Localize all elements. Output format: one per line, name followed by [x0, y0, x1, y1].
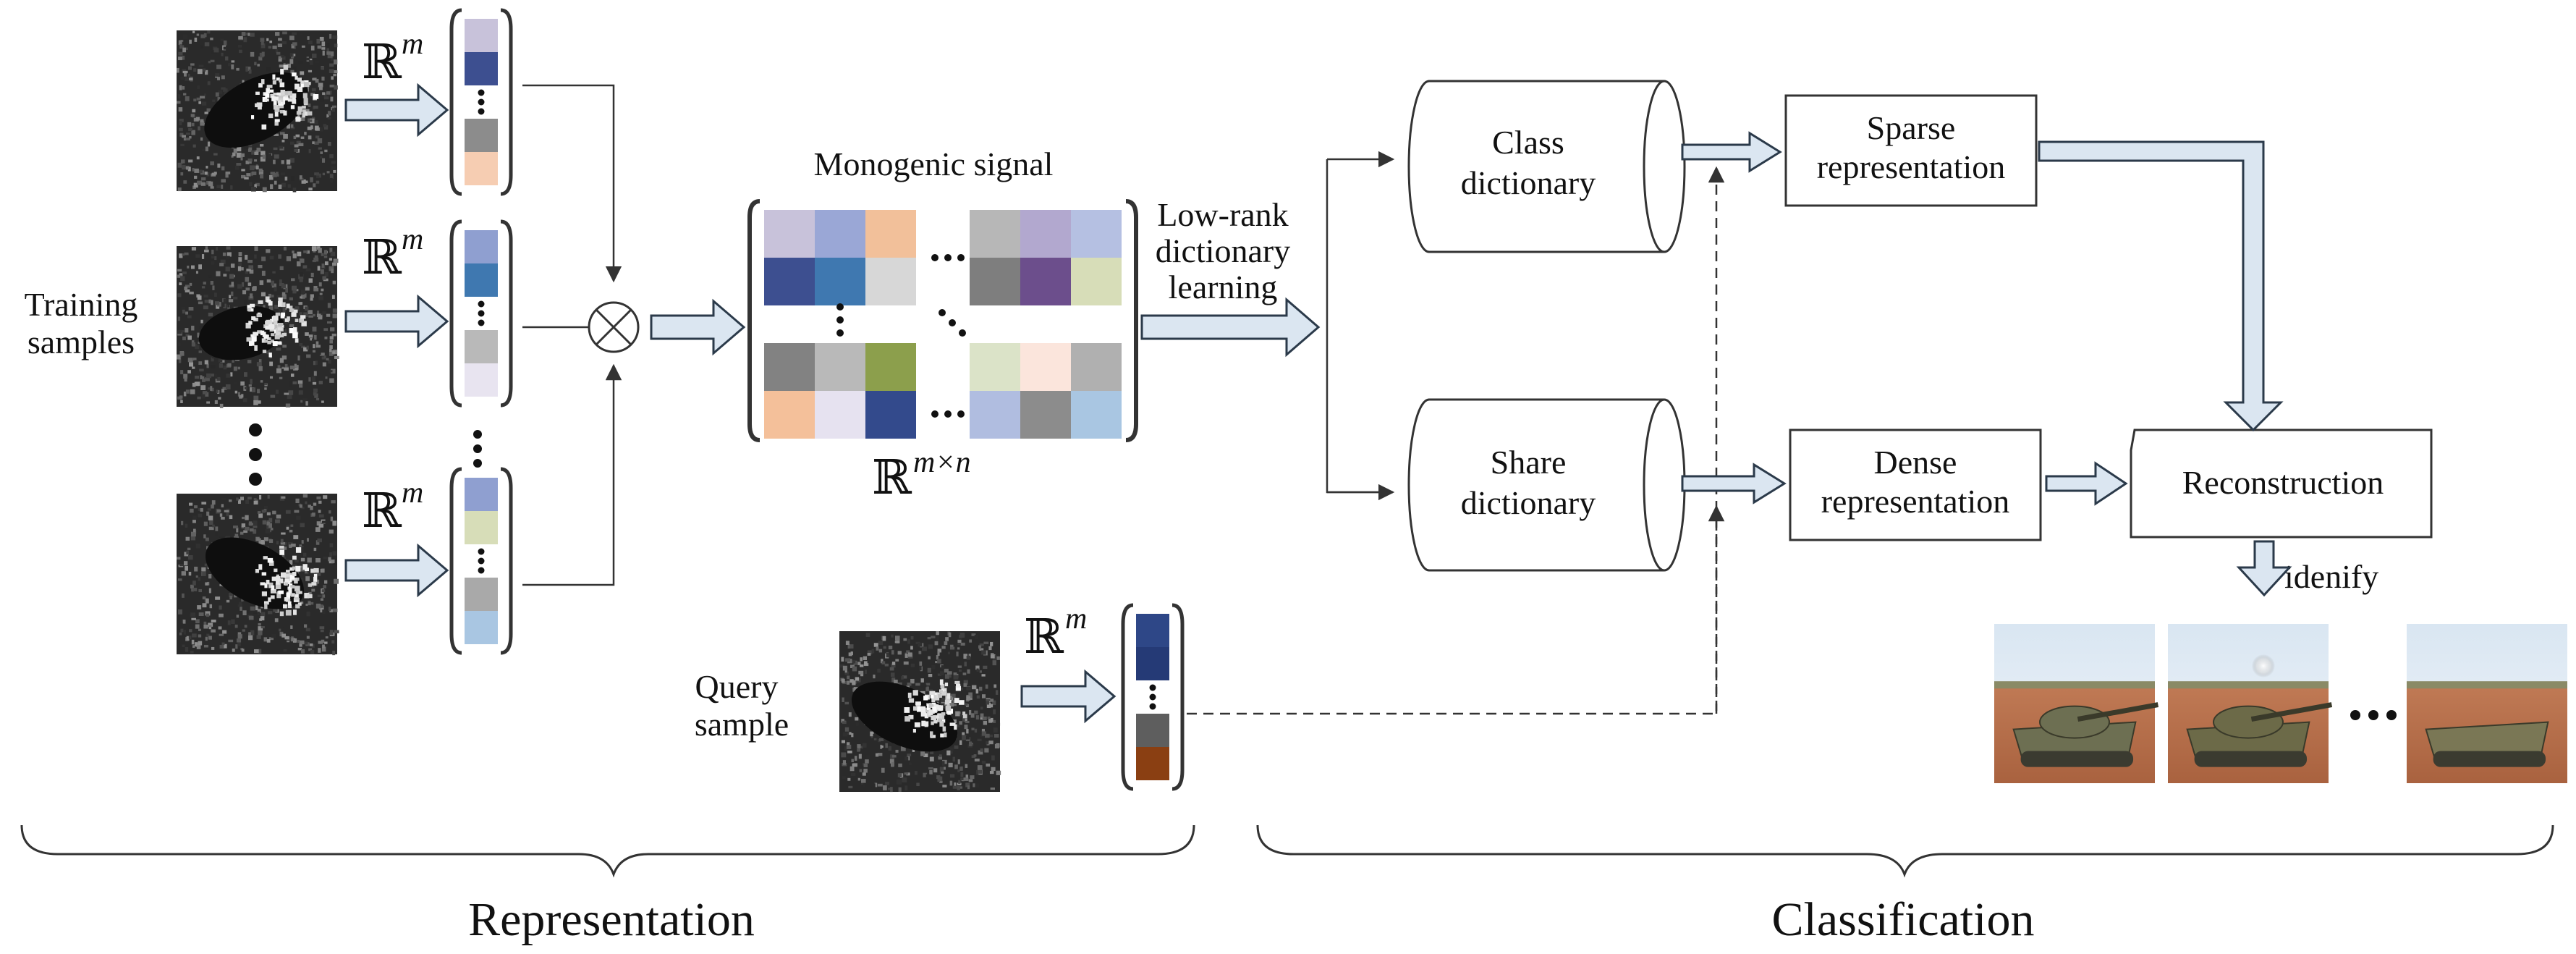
lowrank-line2: dictionary	[1156, 232, 1291, 269]
svg-text:m: m	[402, 476, 423, 510]
sar-training-image-1	[177, 30, 338, 193]
vector-cell	[465, 511, 498, 544]
vector-cell	[1136, 647, 1169, 680]
monogenic-signal-title: Monogenic signal	[814, 145, 1054, 182]
vector-cell	[465, 19, 498, 52]
matrix-cell	[764, 210, 815, 258]
vector-cell	[465, 152, 498, 185]
vector-cell	[465, 119, 498, 152]
svg-text:Reconstruction: Reconstruction	[2182, 464, 2384, 501]
matrix-cell	[1020, 210, 1071, 258]
svg-text:ℝ: ℝ	[1024, 611, 1064, 664]
svg-text:Dense: Dense	[1874, 444, 1957, 481]
matrix-cell	[1020, 391, 1071, 439]
svg-text:Class: Class	[1492, 124, 1564, 161]
vector-query	[1121, 603, 1185, 791]
matrix-cell	[1071, 343, 1122, 391]
representation-label: Representation	[468, 893, 755, 946]
vector-cell	[465, 363, 498, 397]
svg-text:ℝ: ℝ	[362, 232, 402, 284]
vehicle-photo-2	[2168, 624, 2333, 783]
training-label-line2: samples	[27, 324, 135, 360]
connector-lines	[522, 84, 1395, 586]
svg-text:representation: representation	[1821, 483, 2010, 520]
matrix-cell	[764, 391, 815, 439]
vector-cell	[1136, 747, 1169, 780]
matrix-cell	[970, 343, 1020, 391]
svg-text:ℝ: ℝ	[362, 36, 402, 89]
vector-cell	[1136, 614, 1169, 647]
matrix-cell	[970, 391, 1020, 439]
vehicle-photo-1	[1994, 624, 2159, 783]
vector-cell	[465, 52, 498, 85]
vector-cell	[465, 611, 498, 644]
vector-cell	[1136, 714, 1169, 747]
svg-text:ℝ: ℝ	[872, 452, 912, 505]
vector-training-2	[449, 219, 513, 408]
query-label-line1: Query	[695, 668, 779, 705]
lowrank-line3: learning	[1169, 269, 1278, 305]
vector-training-3	[449, 467, 513, 655]
space-symbol-matrix: ℝ m×n	[872, 446, 971, 505]
matrix-cell	[1020, 258, 1071, 305]
svg-text:m: m	[402, 223, 423, 256]
svg-text:representation: representation	[1817, 148, 2006, 185]
vector-cell	[465, 578, 498, 611]
matrix-cell	[865, 343, 916, 391]
svg-text:m×n: m×n	[913, 446, 971, 479]
matrix-cell	[1071, 210, 1122, 258]
svg-text:m: m	[402, 28, 423, 61]
space-symbol-3: ℝ m	[362, 476, 423, 538]
vector-training-1	[449, 8, 513, 196]
matrix-cell	[1020, 343, 1071, 391]
lowrank-line1: Low-rank	[1157, 196, 1288, 233]
monogenic-matrix	[747, 199, 1138, 442]
space-symbol-1: ℝ m	[362, 28, 423, 89]
space-symbol-query: ℝ m	[1024, 602, 1087, 664]
matrix-cell	[865, 258, 916, 305]
matrix-cell	[764, 258, 815, 305]
query-dashed-line	[1187, 166, 1725, 715]
identify-label: idenify	[2284, 558, 2378, 595]
vector-cell	[465, 478, 498, 511]
matrix-cell	[970, 258, 1020, 305]
matrix-cell	[815, 258, 865, 305]
query-label-line2: sample	[695, 706, 789, 743]
dense-representation-box: Dense representation	[1789, 429, 2042, 541]
matrix-cell	[865, 391, 916, 439]
svg-text:dictionary: dictionary	[1461, 164, 1596, 201]
svg-text:m: m	[1065, 602, 1087, 636]
sar-query-image	[839, 631, 1001, 793]
vector-cell	[465, 230, 498, 263]
sar-training-image-3	[177, 494, 339, 656]
classification-label: Classification	[1772, 893, 2035, 946]
matrix-cell	[764, 343, 815, 391]
tensor-combine-icon	[588, 301, 640, 353]
matrix-cell	[815, 391, 865, 439]
matrix-cell	[865, 210, 916, 258]
vehicle-photo-3	[2407, 624, 2567, 783]
block-arrows	[344, 83, 2292, 724]
vector-cell	[465, 330, 498, 363]
reconstruction-box: Reconstruction	[2130, 429, 2433, 539]
sparse-representation-box: Sparse representation	[1784, 94, 2038, 207]
matrix-cell	[815, 210, 865, 258]
matrix-cell	[1071, 391, 1122, 439]
matrix-cell	[970, 210, 1020, 258]
svg-text:Share: Share	[1491, 444, 1567, 481]
matrix-cell	[815, 343, 865, 391]
share-dictionary: Share dictionary	[1407, 398, 1686, 572]
class-dictionary: Class dictionary	[1407, 80, 1686, 253]
svg-text:Sparse: Sparse	[1867, 109, 1956, 146]
sar-training-image-2	[177, 246, 339, 408]
training-label-line1: Training	[25, 286, 138, 323]
space-symbol-2: ℝ m	[362, 223, 423, 284]
svg-text:dictionary: dictionary	[1461, 484, 1596, 521]
ellipsis-dots	[249, 423, 2397, 720]
braces	[20, 824, 2554, 878]
matrix-cell	[1071, 258, 1122, 305]
svg-text:ℝ: ℝ	[362, 485, 402, 538]
vector-cell	[465, 263, 498, 297]
